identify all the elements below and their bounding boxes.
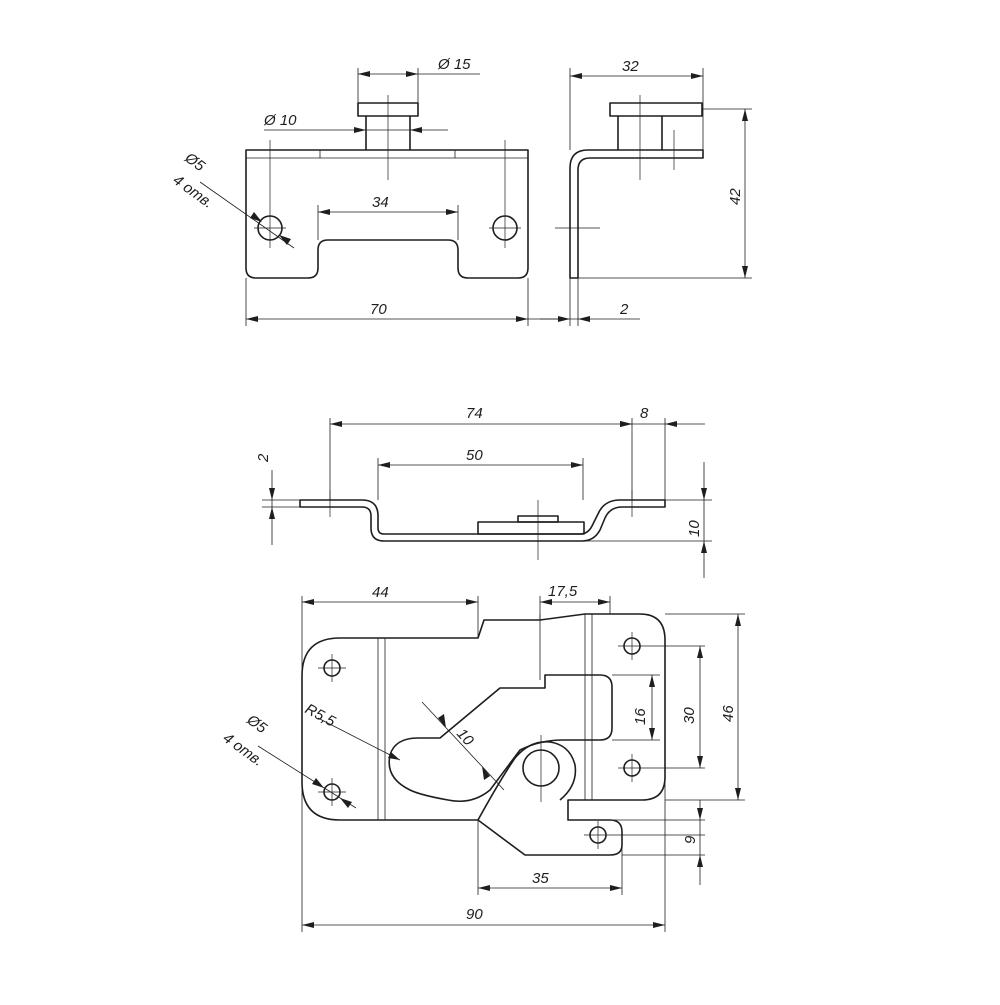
bottom-view: 44 17,5 R5,5 10 Ø5 4 отв. 16 30 xyxy=(220,583,745,932)
side-dim-height: 42 xyxy=(727,188,744,205)
bottom-dim-tab-offset: 9 xyxy=(682,835,699,844)
top-plate-outline xyxy=(245,149,529,279)
side-bracket-outline xyxy=(569,149,704,279)
front-view: 74 8 50 2 10 xyxy=(255,405,712,578)
bottom-dim-hole-diameter: Ø5 xyxy=(243,711,271,737)
bottom-dim-left-width: 44 xyxy=(372,584,389,601)
front-dim-thickness: 2 xyxy=(255,453,272,463)
bottom-hook xyxy=(477,741,577,821)
top-dim-hole-diameter: Ø5 xyxy=(181,149,209,175)
front-dim-inner-length: 50 xyxy=(466,447,483,464)
front-dim-height: 10 xyxy=(686,520,703,537)
bottom-dim-slot-width: 10 xyxy=(453,725,477,749)
bottom-dim-total-width: 90 xyxy=(466,906,483,923)
front-dim-flange: 8 xyxy=(640,405,649,422)
top-dim-hole-count: 4 отв. xyxy=(170,171,217,211)
front-insert xyxy=(477,521,585,535)
top-dim-slot-width: 34 xyxy=(372,194,389,211)
front-dim-length: 74 xyxy=(466,405,483,422)
top-view: Ø 15 Ø 10 Ø5 4 отв. 34 70 xyxy=(170,56,560,326)
side-view: 32 42 2 xyxy=(540,58,752,326)
side-dim-thickness: 2 xyxy=(619,301,629,318)
side-pin-body xyxy=(617,116,663,150)
top-pin-body xyxy=(365,116,411,150)
bottom-dim-tab-length: 35 xyxy=(532,870,549,887)
bottom-dim-slot-height: 16 xyxy=(632,708,649,725)
top-dim-total-width: 70 xyxy=(370,301,387,318)
side-pin-head xyxy=(609,102,703,117)
front-bracket-profile xyxy=(299,499,666,542)
top-dim-diameter-10: Ø 10 xyxy=(263,112,297,129)
bottom-dim-hole-spacing: 30 xyxy=(681,707,698,724)
bottom-dim-tab-width: 17,5 xyxy=(548,583,578,600)
bottom-dim-plate-height: 46 xyxy=(720,705,737,722)
top-dim-diameter-15: Ø 15 xyxy=(437,56,471,73)
side-dim-width: 32 xyxy=(622,58,639,75)
